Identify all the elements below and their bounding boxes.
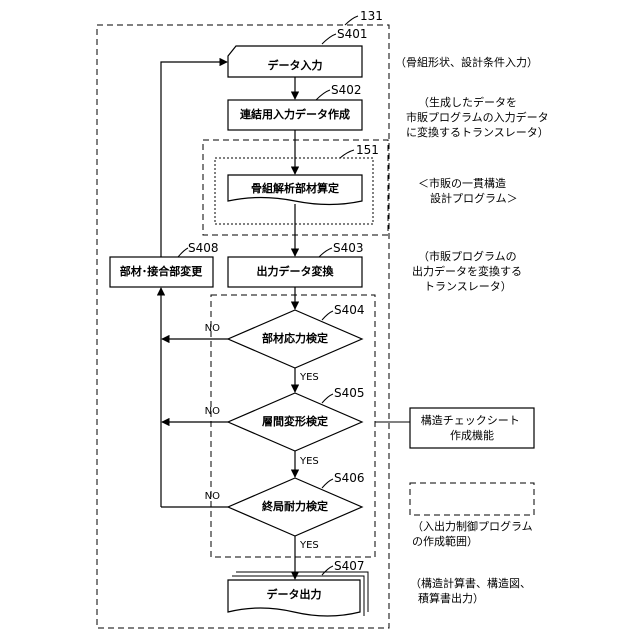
no-label-s406: NO [205, 491, 220, 502]
step-s404-label: 部材応力検定 [262, 331, 328, 345]
note-input: （骨組形状、設計条件入力） [395, 55, 538, 69]
note-output: （構造計算書、構造図、 積算書出力） [410, 576, 535, 605]
step-s401-id: S401 [337, 27, 368, 41]
step-s408-label: 部材･接合部変更 [120, 264, 203, 278]
note-translator-out: （市販プログラムの 出力データを変換する トランスレータ） [412, 249, 526, 293]
step-s405-id: S405 [334, 386, 365, 400]
step-s406-id: S406 [334, 471, 365, 485]
step-s406-label: 終局耐力検定 [262, 499, 328, 513]
note-commercial-program: ＜市販の一貫構造 設計プログラム＞ [418, 176, 518, 205]
note-scope: （入出力制御プログラム の作成範囲） [412, 519, 536, 548]
step-s403-label: 出力データ変換 [257, 264, 335, 278]
step-s401-label: データ入力 [268, 58, 323, 72]
step-s405-label: 層間変形検定 [262, 414, 328, 428]
step-151-label: 骨組解析部材算定 [251, 181, 339, 195]
yes-label-s404: YES [299, 372, 319, 383]
yes-label-s406: YES [299, 540, 319, 551]
step-s408-id: S408 [188, 241, 219, 255]
legend-scope-box [410, 483, 534, 515]
step-s403-id: S403 [333, 241, 364, 255]
no-label-s404: NO [205, 323, 220, 334]
ref-151: 151 [356, 143, 379, 157]
step-s407-label: データ出力 [267, 587, 322, 601]
step-s407-id: S407 [334, 559, 365, 573]
ref-131: 131 [360, 9, 383, 23]
no-label-s405: NO [205, 406, 220, 417]
yes-label-s405: YES [299, 456, 319, 467]
check-sheet-label: 構造チェックシート 作成機能 [421, 413, 524, 442]
step-s402-label: 連結用入力データ作成 [240, 107, 350, 121]
note-translator-in: （生成したデータを 市販プログラムの入力データ に変換するトランスレータ） [406, 95, 552, 139]
arrow-s408-s401 [161, 62, 227, 257]
step-s404-id: S404 [334, 303, 365, 317]
step-s402-id: S402 [331, 83, 362, 97]
